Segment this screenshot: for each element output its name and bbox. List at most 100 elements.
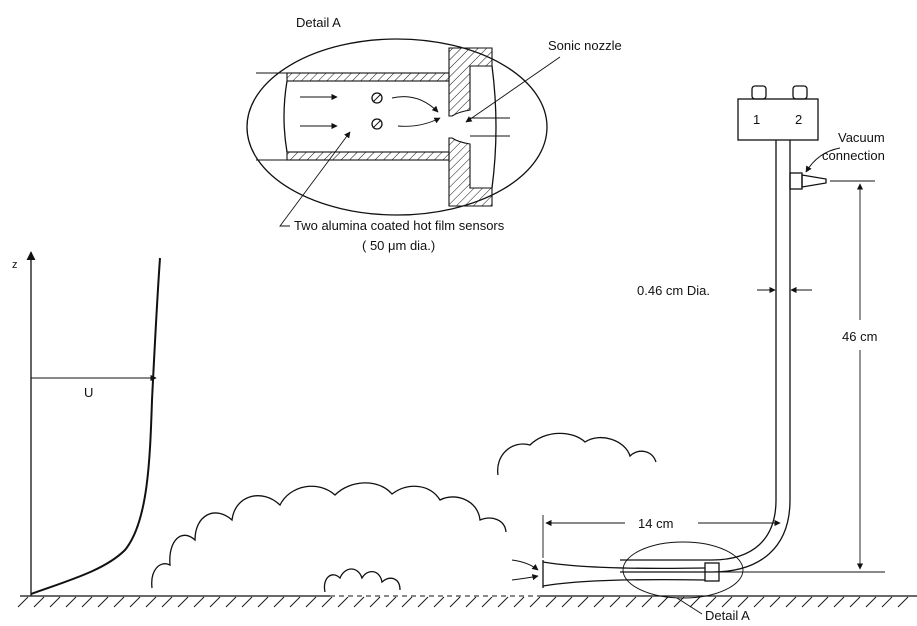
ground-hatch-mark	[577, 596, 589, 608]
ground-hatch-mark	[241, 596, 253, 608]
dimensions: 0.46 cm Dia. 46 cm 14 cm	[542, 180, 885, 573]
tube-wall-top	[286, 72, 450, 82]
ground-hatch-mark	[97, 596, 109, 608]
ground-hatch-mark	[737, 596, 749, 608]
ground-hatch-mark	[561, 596, 573, 608]
vacuum-fitting	[789, 172, 803, 190]
connector-box	[737, 98, 819, 141]
sonic-nozzle-leader	[465, 56, 561, 123]
sensors-label-line2: ( 50 μm dia.)	[362, 238, 435, 253]
ground-hatch-mark	[129, 596, 141, 608]
ground-hatch-mark	[385, 596, 397, 608]
ground-hatch-mark	[17, 596, 29, 608]
ground-hatch-mark	[881, 596, 893, 608]
ground-hatch-mark	[865, 596, 877, 608]
flow-arrow	[391, 96, 439, 113]
ground-hatch-mark	[401, 596, 413, 608]
ground-hatch-mark	[161, 596, 173, 608]
hot-film-sensor-2	[371, 118, 383, 130]
ground-hatch-mark	[209, 596, 221, 608]
detail-a-callout-label: Detail A	[705, 608, 750, 623]
connector-knob-2	[792, 85, 808, 100]
turbulent-puff-large	[151, 482, 507, 589]
ground-hatch-mark	[433, 596, 445, 608]
ground	[17, 595, 917, 608]
vacuum-nozzle	[801, 174, 827, 188]
port-1-label: 1	[753, 112, 760, 127]
u-label: U	[84, 385, 93, 400]
probe-inlet	[542, 560, 706, 588]
ground-hatch-mark	[305, 596, 317, 608]
probe: 1 2 Vacuum connection Detail A	[511, 85, 885, 623]
ground-hatch-mark	[321, 596, 333, 608]
diameter-label: 0.46 cm Dia.	[637, 283, 710, 298]
ground-hatch-mark	[465, 596, 477, 608]
ground-hatch-mark	[545, 596, 557, 608]
ground-hatch-mark	[449, 596, 461, 608]
profile-curve	[30, 257, 161, 595]
ground-hatch-mark	[113, 596, 125, 608]
velocity-profile: z U	[12, 251, 161, 596]
nozzle-block-bottom	[448, 137, 493, 207]
ground-hatch-mark	[257, 596, 269, 608]
ground-hatch-mark	[609, 596, 621, 608]
inlet-arrow	[511, 559, 539, 571]
inlet-arrow	[511, 574, 539, 581]
ground-hatch-mark	[673, 596, 685, 608]
length-label: 14 cm	[638, 516, 673, 531]
turbulent-structures	[151, 432, 657, 593]
turbulent-puff-upper	[497, 432, 657, 476]
ground-hatch-mark	[769, 596, 781, 608]
ground-hatch-mark	[33, 596, 45, 608]
flow-arrow	[397, 117, 441, 127]
ground-hatch-mark	[337, 596, 349, 608]
ground-hatch-mark	[49, 596, 61, 608]
ground-hatch-mark	[529, 596, 541, 608]
ground-hatch-mark	[721, 596, 733, 608]
ground-hatch-mark	[705, 596, 717, 608]
ground-hatch-mark	[273, 596, 285, 608]
ground-hatch-mark	[817, 596, 829, 608]
tube-wall-bottom	[286, 151, 450, 161]
sonic-nozzle-label: Sonic nozzle	[548, 38, 622, 53]
ground-hatch-mark	[785, 596, 797, 608]
vacuum-label-line2: connection	[822, 148, 885, 163]
turbulent-puff-small	[323, 568, 401, 593]
sensors-label-line1: Two alumina coated hot film sensors	[294, 218, 505, 233]
ground-hatch-mark	[833, 596, 845, 608]
ground-hatch-mark	[81, 596, 93, 608]
hot-film-sensor-1	[371, 92, 383, 104]
ground-hatch-mark	[193, 596, 205, 608]
detail-a-inset: Detail A Sonic nozzle Two alumina coated	[246, 15, 622, 253]
ground-hatch-mark	[753, 596, 765, 608]
ground-hatch-mark	[513, 596, 525, 608]
ground-hatch-mark	[497, 596, 509, 608]
ground-hatch-mark	[481, 596, 493, 608]
ground-hatch-mark	[65, 596, 77, 608]
probe-stem-inner	[620, 140, 777, 561]
detail-a-callout-leader	[676, 597, 703, 615]
ground-hatch-mark	[225, 596, 237, 608]
tube-break	[283, 80, 288, 153]
detail-a-callout-ellipse	[622, 541, 744, 599]
detail-a-ellipse	[246, 38, 548, 216]
ground-hatch-mark	[177, 596, 189, 608]
ground-hatch-mark	[625, 596, 637, 608]
ground-hatch-mark	[657, 596, 669, 608]
ground-hatch-mark	[369, 596, 381, 608]
ground-hatch	[17, 596, 909, 608]
connector-knob-1	[751, 85, 767, 100]
detail-a-title: Detail A	[296, 15, 341, 30]
ground-hatch-mark	[593, 596, 605, 608]
ground-hatch-mark	[801, 596, 813, 608]
nozzle-block-top	[448, 47, 493, 117]
probe-sleeve	[704, 562, 720, 582]
vacuum-label-line1: Vacuum	[838, 130, 885, 145]
ground-hatch-mark	[689, 596, 701, 608]
ground-hatch-mark	[289, 596, 301, 608]
ground-hatch-mark	[145, 596, 157, 608]
port-2-label: 2	[795, 112, 802, 127]
ground-hatch-mark	[353, 596, 365, 608]
z-axis-label: z	[12, 259, 18, 271]
